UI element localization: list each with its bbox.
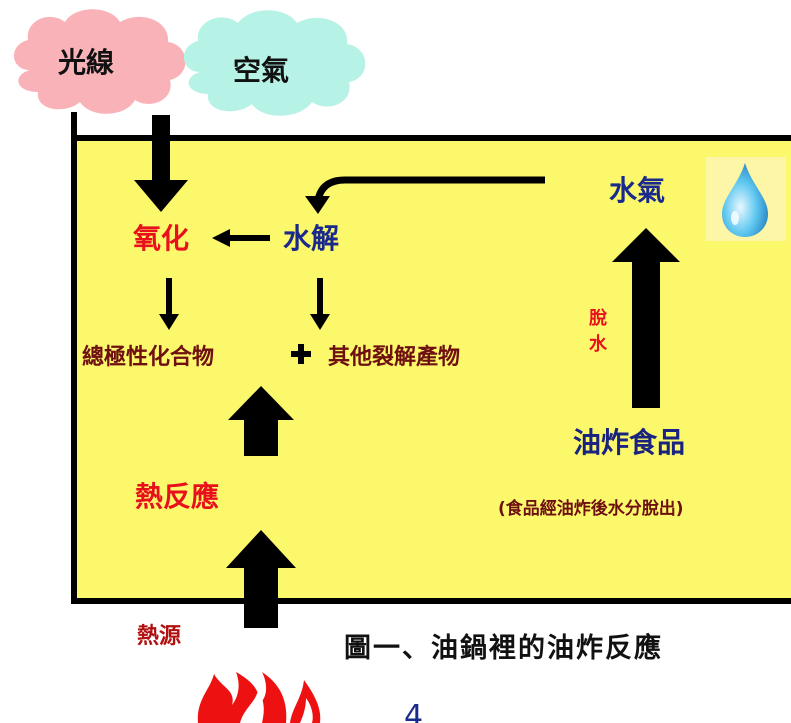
hydrolysis-to-oxidation-head (212, 229, 230, 247)
thermal-up-arrow (228, 386, 294, 456)
figure-caption: 圖一、油鍋裡的油炸反應 (344, 633, 663, 664)
heat-up-arrow (226, 530, 296, 628)
hydrolysis-down-head (310, 314, 330, 330)
plus-icon (291, 344, 311, 364)
steam-return-arrowhead (305, 196, 330, 214)
light-label: 光線 (58, 46, 115, 79)
dehydration-arrow (612, 228, 680, 408)
dehydration-label: 脫水 (589, 306, 609, 358)
light-cloud (13, 9, 186, 114)
fried-food-note: (食品經油炸後水分脫出) (498, 499, 684, 519)
light-arrow (134, 115, 188, 212)
fried-food-label: 油炸食品 (573, 426, 686, 459)
thermal-reaction-label: 熱反應 (135, 480, 220, 513)
oxidation-down-head (159, 314, 179, 330)
hydrolysis-label: 水解 (283, 222, 340, 255)
flame-icon (197, 672, 321, 723)
polar-compounds-label: 總極性化合物 (82, 345, 215, 370)
air-cloud (183, 10, 366, 116)
air-label: 空氣 (233, 54, 290, 87)
other-products-label: 其他裂解產物 (328, 345, 461, 370)
page-number: 4 (404, 699, 424, 723)
water-drop-icon (706, 157, 786, 241)
oxidation-label: 氧化 (133, 222, 190, 255)
dehydration-text: 脫水 (589, 308, 607, 355)
heat-source-label: 熱源 (137, 624, 182, 649)
frying-pot (71, 135, 791, 604)
steam-label: 水氣 (609, 174, 666, 207)
